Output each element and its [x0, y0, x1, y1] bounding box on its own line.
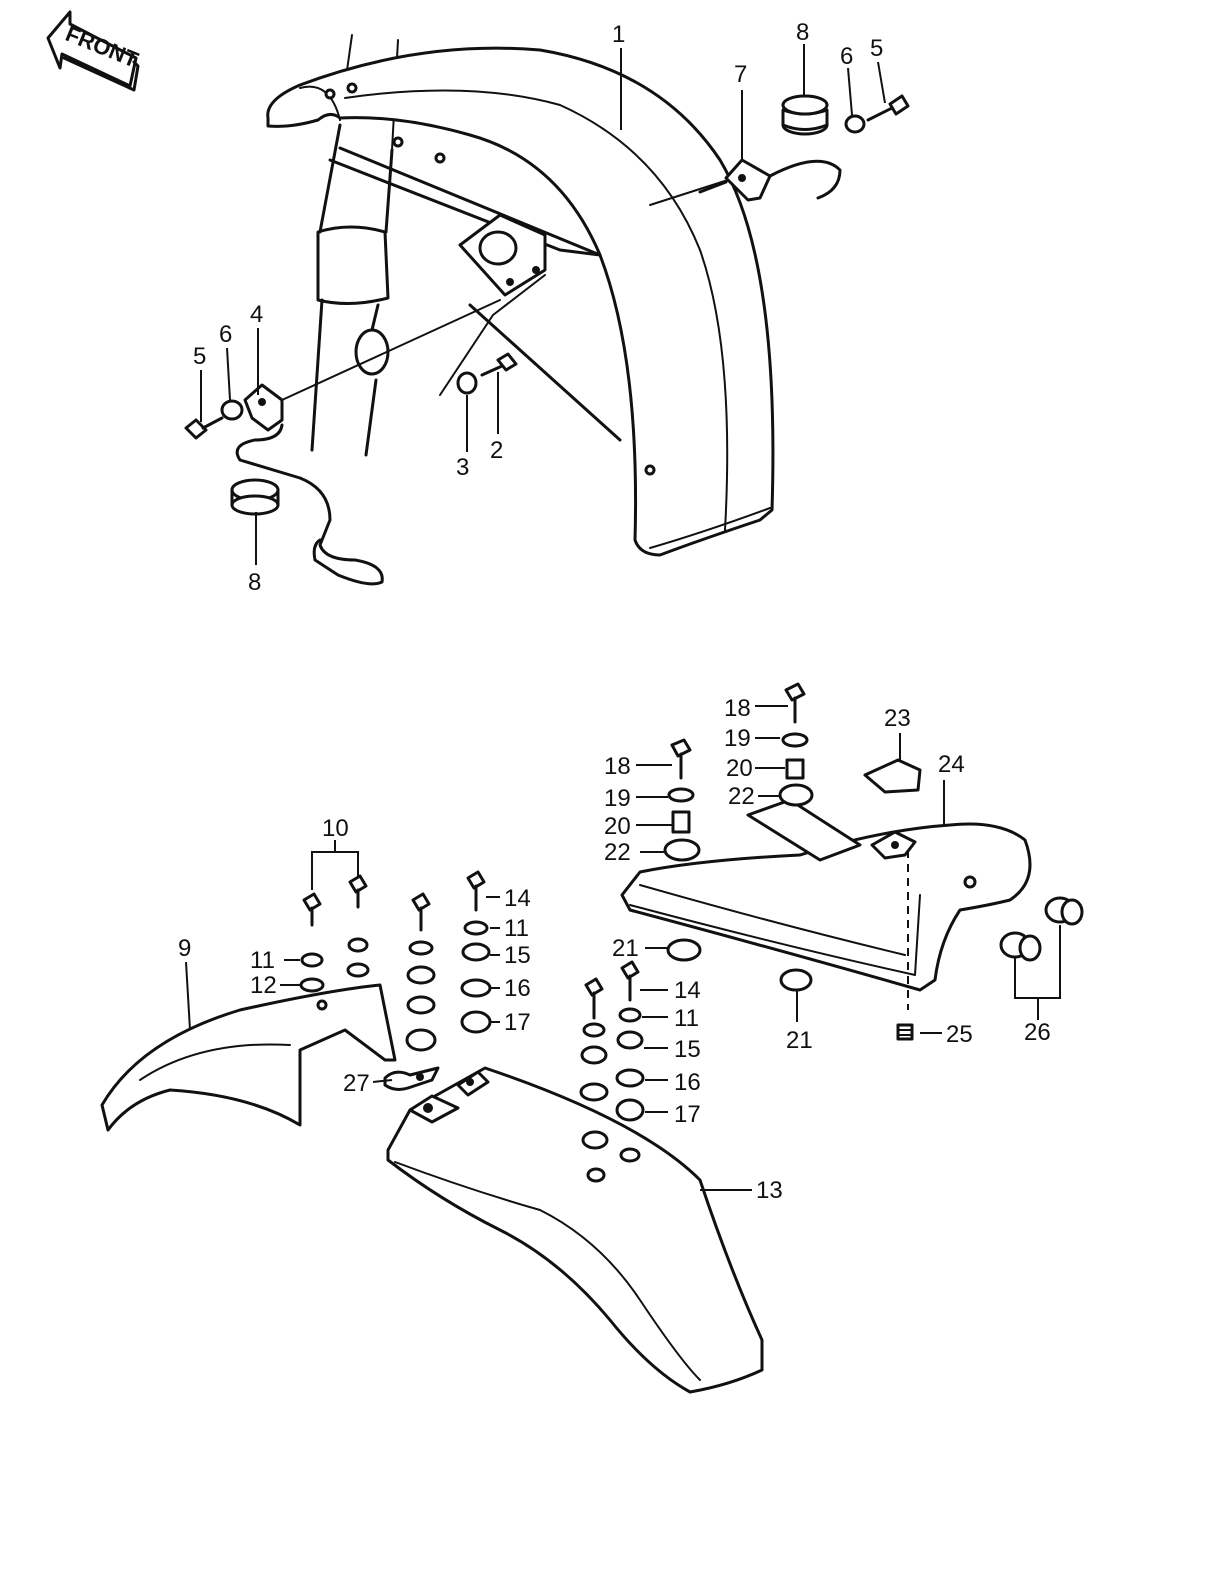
callout-18a: 18 [724, 695, 751, 722]
callout-15a: 15 [504, 942, 531, 969]
callout-16a: 16 [504, 975, 531, 1002]
washer-upper [844, 114, 866, 134]
fastener-column-14b [579, 960, 645, 1122]
front-direction-arrow: FRONT [46, 10, 142, 92]
callout-23: 23 [884, 705, 911, 732]
rear-inner-fender [100, 983, 397, 1132]
callout-26: 26 [1024, 1019, 1051, 1046]
callout-5a: 5 [870, 35, 883, 62]
washer-lower [220, 399, 244, 421]
callout-21a: 21 [612, 935, 639, 962]
callout-22a: 22 [728, 783, 755, 810]
callout-11c: 11 [674, 1005, 699, 1032]
callout-21b: 21 [786, 1027, 813, 1054]
bolt-upper [866, 94, 910, 122]
callout-27: 27 [343, 1070, 370, 1097]
callout-3: 3 [456, 454, 469, 481]
callout-24: 24 [938, 751, 965, 778]
rear-fender [386, 1066, 764, 1394]
callout-1: 1 [612, 21, 625, 48]
front-fender [266, 34, 775, 557]
callout-20b: 20 [604, 813, 631, 840]
bolt-2 [480, 352, 518, 377]
grommet-lower [230, 478, 280, 516]
fastener-column-10 [299, 874, 370, 993]
callout-18b: 18 [604, 753, 631, 780]
callout-14b: 14 [674, 977, 701, 1004]
callout-2: 2 [490, 437, 503, 464]
callout-7: 7 [734, 61, 747, 88]
callout-17a: 17 [504, 1009, 531, 1036]
nut-25 [896, 1023, 914, 1041]
callout-4: 4 [250, 301, 263, 328]
callout-11b: 11 [504, 915, 529, 942]
callout-11a: 11 [250, 947, 275, 974]
fastener-column-14a [460, 870, 492, 1034]
callout-labels: 1 8 6 5 7 4 6 5 3 2 8 18 19 20 22 18 19 … [178, 19, 1051, 1204]
grommets-26 [999, 896, 1084, 962]
washer-21-a [666, 938, 702, 962]
callout-9: 9 [178, 935, 191, 962]
callout-19b: 19 [604, 785, 631, 812]
callout-6a: 6 [840, 43, 853, 70]
callout-22b: 22 [604, 839, 631, 866]
bolt-lower [184, 416, 224, 440]
callout-10: 10 [322, 815, 349, 842]
callout-19a: 19 [724, 725, 751, 752]
callout-15b: 15 [674, 1036, 701, 1063]
callout-8a: 8 [796, 19, 809, 46]
cover-plate-23 [863, 758, 922, 794]
cable-clamp-upper [698, 158, 842, 202]
callout-5b: 5 [193, 343, 206, 370]
callout-17b: 17 [674, 1101, 701, 1128]
tail-cowl [620, 798, 1032, 1010]
mount-stack-a [778, 682, 814, 807]
callout-25: 25 [946, 1021, 973, 1048]
washer-21-b [779, 968, 813, 992]
fastener-column-c [405, 892, 437, 1052]
callout-14a: 14 [504, 885, 531, 912]
callout-6b: 6 [219, 321, 232, 348]
mount-stack-b [663, 738, 701, 862]
callout-12: 12 [250, 972, 277, 999]
bracket-27 [383, 1066, 440, 1091]
callout-16b: 16 [674, 1069, 701, 1096]
grommet-upper [781, 94, 829, 136]
leader-lines [185, 44, 1061, 1191]
callout-13: 13 [756, 1177, 783, 1204]
callout-20a: 20 [726, 755, 753, 782]
callout-8b: 8 [248, 569, 261, 596]
nut-3 [456, 371, 478, 395]
cable-clamp-lower [235, 299, 501, 586]
